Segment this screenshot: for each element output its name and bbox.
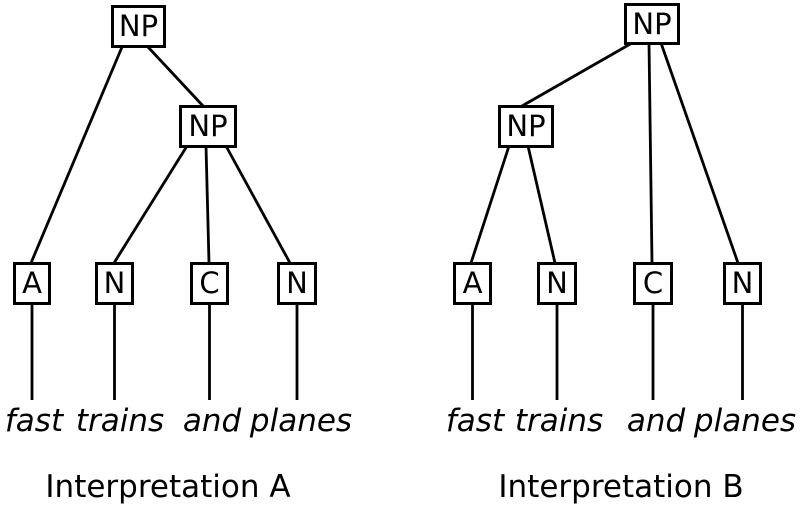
tree-b-root-np-node: NP <box>624 3 680 45</box>
edge-innerA-to-C <box>204 145 211 264</box>
tree-a-root-np-node: NP <box>111 5 166 48</box>
tree-a-leaf-n2-node: N <box>277 262 317 305</box>
edge-innerA-to-N1 <box>112 145 189 264</box>
edge-rootB-to-C <box>647 42 654 264</box>
tree-b-caption: Interpretation B <box>498 469 744 505</box>
tree-b-word-trains: trains <box>514 403 604 439</box>
edge-rootA-to-A <box>29 46 124 264</box>
edge-rootA-to-innerNP <box>146 46 206 108</box>
tree-b-leaf-n2-node: N <box>723 262 762 305</box>
edge-innerA-to-N2 <box>224 145 292 264</box>
tree-b-word-and: and <box>626 403 686 439</box>
edge-rootB-to-N2 <box>659 42 740 264</box>
edge-rootB-to-innerNP <box>521 41 633 108</box>
tree-a-edges <box>29 46 299 400</box>
tree-b-leaf-n1-node: N <box>537 262 577 305</box>
edge-innerB-to-N1 <box>526 145 557 264</box>
tree-a-word-trains: trains <box>75 403 165 439</box>
edge-innerB-to-A <box>469 145 511 264</box>
tree-b-word-fast: fast <box>445 403 505 439</box>
tree-a-caption: Interpretation A <box>45 469 291 505</box>
tree-b-word-planes: planes <box>693 403 797 439</box>
tree-b-leaf-a-node: A <box>453 262 492 305</box>
tree-a-word-fast: fast <box>4 403 64 439</box>
tree-b-edges <box>469 41 744 400</box>
tree-a-word-and: and <box>182 403 242 439</box>
tree-a-inner-np-node: NP <box>179 105 237 148</box>
tree-b-inner-np-node: NP <box>498 105 554 148</box>
tree-a-word-planes: planes <box>249 403 353 439</box>
tree-b-leaf-c-node: C <box>633 262 673 305</box>
tree-a-leaf-c-node: C <box>190 262 229 305</box>
tree-a-leaf-a-node: A <box>13 262 51 305</box>
tree-a-leaf-n1-node: N <box>95 262 134 305</box>
